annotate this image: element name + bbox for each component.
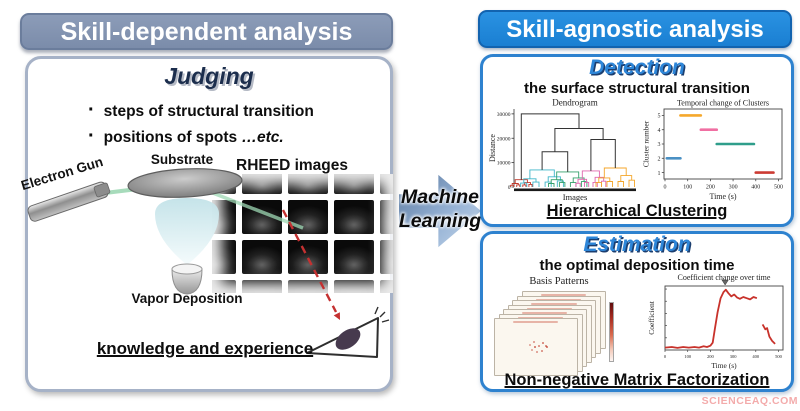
pattern-dot — [534, 346, 536, 348]
rheed-tile — [242, 240, 282, 274]
svg-text:500: 500 — [775, 354, 783, 359]
svg-text:4: 4 — [658, 128, 661, 134]
eye-icon — [306, 306, 390, 358]
left-panel-header: Skill-dependent analysis — [20, 13, 393, 50]
bullet-item: steps of structural transition — [88, 98, 314, 124]
knowledge-experience-label: knowledge and experience — [96, 339, 314, 358]
crucible-icon — [171, 263, 203, 295]
svg-text:400: 400 — [752, 354, 760, 359]
svg-text:0: 0 — [664, 185, 667, 191]
svg-text:Cluster number: Cluster number — [642, 120, 651, 167]
rheed-tile — [334, 240, 374, 274]
svg-text:400: 400 — [751, 185, 760, 191]
pattern-dot — [546, 346, 548, 348]
vapor-plume-icon — [155, 198, 219, 265]
pattern-dot — [533, 341, 535, 343]
watermark: SCIENCEAQ.COM — [701, 395, 798, 407]
rheed-tile — [242, 174, 282, 194]
svg-text:Coefficient: Coefficient — [648, 300, 656, 335]
svg-text:10000: 10000 — [497, 161, 511, 167]
rheed-tile — [212, 240, 236, 274]
pattern-dot — [536, 351, 538, 353]
svg-text:0: 0 — [664, 354, 667, 359]
detection-subtitle: the surface structural transition — [524, 80, 750, 97]
pattern-dot — [542, 342, 544, 344]
rheed-tile — [334, 174, 374, 194]
rheed-tile — [242, 280, 282, 293]
substrate-label: Substrate — [150, 152, 214, 167]
svg-text:Temporal change of Clusters: Temporal change of Clusters — [677, 99, 769, 108]
detection-title: Detection — [589, 56, 685, 79]
rheed-tile — [288, 200, 328, 234]
machine-learning-label: Machine Learning — [398, 186, 482, 232]
svg-text:Dendrogram: Dendrogram — [552, 98, 597, 108]
svg-text:Distance: Distance — [488, 134, 497, 162]
estimation-title: Estimation — [583, 233, 691, 256]
rheed-images-label: RHEED images — [236, 157, 348, 174]
mbe-rheed-diagram — [27, 168, 390, 358]
rheed-tile — [334, 200, 374, 234]
rheed-tile — [380, 280, 393, 293]
svg-text:Images: Images — [563, 192, 588, 202]
svg-text:300: 300 — [729, 185, 738, 191]
rheed-tile — [380, 200, 393, 234]
svg-text:200: 200 — [707, 354, 715, 359]
svg-text:2: 2 — [658, 156, 661, 162]
pattern-dot — [529, 344, 531, 346]
hierarchical-clustering-caption: Hierarchical Clustering — [546, 202, 728, 220]
pattern-dot — [541, 350, 543, 352]
basis-patterns-stack — [494, 290, 624, 382]
svg-text:3: 3 — [658, 142, 661, 148]
nmf-caption: Non-negative Matrix Factorization — [504, 371, 770, 389]
basis-pattern-card — [494, 318, 578, 376]
substrate-icon — [127, 168, 243, 198]
rheed-tile — [288, 240, 328, 274]
electron-gun-icon — [27, 181, 111, 222]
rheed-tile — [380, 174, 393, 194]
rheed-tile — [380, 240, 393, 274]
rheed-tile — [212, 280, 236, 293]
judging-bullet-list: steps of structural transition positions… — [88, 98, 314, 150]
svg-text:0: 0 — [508, 185, 511, 191]
pattern-dot — [538, 345, 540, 347]
pattern-dot — [545, 345, 547, 347]
estimation-subtitle: the optimal deposition time — [539, 257, 735, 274]
svg-text:Time (s): Time (s) — [709, 192, 736, 201]
svg-text:Time (s): Time (s) — [711, 361, 737, 370]
vapor-deposition-label: Vapor Deposition — [131, 291, 243, 306]
svg-text:20000: 20000 — [497, 136, 511, 142]
svg-text:5: 5 — [658, 114, 661, 120]
judging-title: Judging — [164, 63, 254, 89]
pattern-dot — [531, 349, 533, 351]
svg-text:300: 300 — [730, 354, 738, 359]
basis-patterns-label: Basis Patterns — [529, 276, 589, 287]
right-header-label: Skill-agnostic analysis — [506, 16, 764, 43]
right-panel-header: Skill-agnostic analysis — [478, 10, 792, 48]
coefficient-plot: Coefficient change over timeCoefficientT… — [648, 273, 784, 370]
svg-text:100: 100 — [683, 185, 692, 191]
left-header-label: Skill-dependent analysis — [60, 18, 353, 46]
colorbar — [609, 302, 614, 362]
bullet-item: positions of spots …etc. — [88, 124, 314, 150]
rheed-tile — [288, 280, 328, 293]
detection-box — [480, 54, 794, 227]
rheed-tile — [334, 280, 374, 293]
red-dashed-arrow — [281, 209, 340, 320]
svg-text:100: 100 — [684, 354, 692, 359]
rheed-tile — [288, 174, 328, 194]
svg-text:500: 500 — [774, 185, 783, 191]
svg-text:200: 200 — [706, 185, 715, 191]
svg-text:Coefficient change over time: Coefficient change over time — [678, 273, 771, 282]
svg-text:1: 1 — [658, 171, 661, 177]
svg-text:30000: 30000 — [497, 112, 511, 118]
